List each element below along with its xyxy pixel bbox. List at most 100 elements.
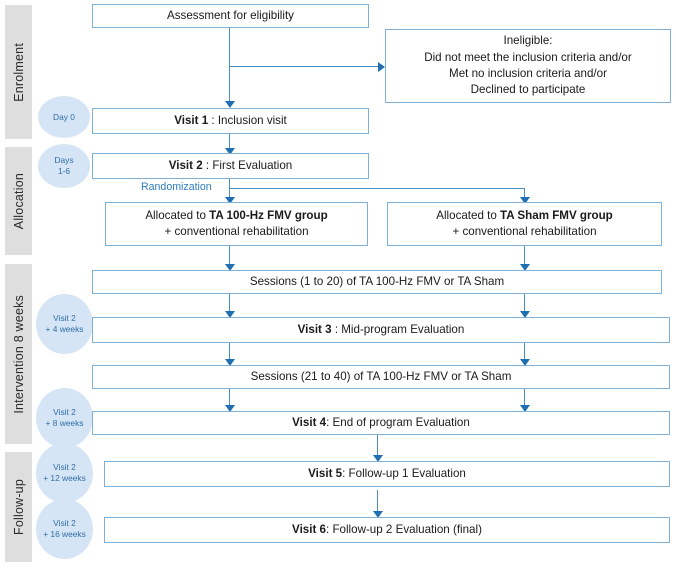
box-visit-3[interactable]: Visit 3 : Mid-program Evaluation	[92, 317, 670, 343]
box-visit-3-bold: Visit 3	[297, 322, 332, 336]
arrowhead-to-alloc-active	[225, 197, 235, 204]
box-allocated-active[interactable]: Allocated to TA 100-Hz FMV group + conve…	[105, 202, 368, 246]
box-allocated-active-line1: Allocated to TA 100-Hz FMV group	[145, 208, 327, 224]
phase-band-followup: Follow-up	[5, 452, 32, 562]
badge-visit2-8w-line1: Visit 2	[53, 407, 76, 418]
badge-visit2-plus-12-weeks: Visit 2 + 12 weeks	[36, 443, 93, 503]
arrowhead-to-ineligible	[378, 62, 385, 72]
arrowhead-sessions1-left	[225, 264, 235, 271]
box-assessment[interactable]: Assessment for eligibility	[92, 4, 369, 28]
box-visit-5[interactable]: Visit 5: Follow-up 1 Evaluation	[104, 461, 670, 487]
box-visit-6[interactable]: Visit 6: Follow-up 2 Evaluation (final)	[104, 517, 670, 543]
connector-assessment-trunk	[229, 27, 230, 104]
arrowhead-visit4-right	[520, 405, 530, 412]
connector-visit2-down	[229, 179, 230, 202]
arrowhead-to-visit2	[225, 148, 235, 155]
connector-visit3-down-left	[229, 343, 230, 364]
badge-visit2-12w-line1: Visit 2	[53, 462, 76, 473]
box-visit-6-rest: : Follow-up 2 Evaluation (final)	[326, 522, 482, 536]
phase-band-intervention: Intervention 8 weeks	[5, 264, 32, 444]
box-visit-5-bold: Visit 5	[308, 466, 343, 480]
badge-day-0: Day 0	[38, 96, 90, 138]
connector-visit4-visit5	[377, 435, 378, 460]
arrowhead-to-alloc-sham	[520, 197, 530, 204]
box-ineligible[interactable]: Ineligible: Did not meet the inclusion c…	[385, 29, 671, 103]
box-sessions-21-40-text: Sessions (21 to 40) of TA 100-Hz FMV or …	[250, 369, 512, 383]
box-allocated-sham[interactable]: Allocated to TA Sham FMV group + convent…	[387, 202, 662, 246]
connector-randomization-split	[229, 188, 525, 189]
box-visit-5-rest: : Follow-up 1 Evaluation	[342, 466, 466, 480]
phase-label-intervention: Intervention 8 weeks	[11, 294, 26, 414]
arrowhead-to-visit1	[225, 101, 235, 108]
box-assessment-text: Assessment for eligibility	[167, 8, 294, 22]
box-visit-3-text: Visit 3 : Mid-program Evaluation	[298, 322, 465, 338]
connector-sessions1-down-left	[229, 294, 230, 316]
connector-split-right-down	[524, 188, 525, 202]
box-visit-2[interactable]: Visit 2 : First Evaluation	[92, 153, 369, 179]
badge-visit2-8w-line2: + 8 weeks	[45, 418, 84, 428]
box-ineligible-line1: Ineligible:	[503, 34, 553, 48]
box-ineligible-line3: Met no inclusion criteria and/or	[449, 67, 607, 80]
box-sessions-1-20[interactable]: Sessions (1 to 20) of TA 100-Hz FMV or T…	[92, 270, 662, 294]
arrowhead-visit4-left	[225, 405, 235, 412]
connector-sessions2-down-left	[229, 389, 230, 411]
box-allocated-sham-line1: Allocated to TA Sham FMV group	[436, 208, 613, 224]
connector-visit3-down-right	[524, 343, 525, 364]
phase-label-allocation: Allocation	[11, 172, 26, 230]
arrowhead-sessions2-left	[225, 359, 235, 366]
box-visit-5-text: Visit 5: Follow-up 1 Evaluation	[308, 466, 466, 482]
arrowhead-sessions1-right	[520, 264, 530, 271]
phase-band-enrolment: Enrolment	[5, 5, 32, 139]
box-visit-2-rest: : First Evaluation	[202, 158, 293, 172]
box-allocated-sham-prefix: Allocated to	[436, 208, 501, 222]
badge-visit2-4w-line1: Visit 2	[53, 313, 76, 324]
box-ineligible-line2: Did not meet the inclusion criteria and/…	[424, 50, 632, 64]
badge-visit2-16w-line1: Visit 2	[53, 518, 76, 529]
arrowhead-visit3-right	[520, 311, 530, 318]
connector-visit1-visit2	[229, 133, 230, 151]
arrowhead-visit3-left	[225, 311, 235, 318]
arrowhead-to-visit5	[373, 455, 383, 462]
box-visit-1-text: Visit 1 : Inclusion visit	[174, 113, 287, 129]
box-visit-6-bold: Visit 6	[292, 522, 326, 536]
box-visit-4-bold: Visit 4	[292, 415, 327, 429]
badge-visit2-plus-16-weeks: Visit 2 + 16 weeks	[36, 499, 93, 559]
box-allocated-active-prefix: Allocated to	[145, 208, 210, 222]
box-visit-1-bold: Visit 1	[174, 113, 209, 127]
arrowhead-sessions2-right	[520, 359, 530, 366]
badge-visit2-16w-line2: + 16 weeks	[43, 529, 86, 539]
box-sessions-1-20-text: Sessions (1 to 20) of TA 100-Hz FMV or T…	[249, 274, 505, 288]
box-ineligible-line4: Declined to participate	[470, 83, 586, 97]
badge-day-0-line1: Day 0	[53, 111, 75, 122]
box-visit-6-text: Visit 6: Follow-up 2 Evaluation (final)	[292, 522, 482, 538]
box-allocated-sham-line2: + conventional rehabilitation	[452, 225, 597, 238]
badge-days-1-6-line1: Days	[54, 155, 74, 166]
randomization-label: Randomization	[141, 181, 212, 193]
badge-visit2-4w-line2: + 4 weeks	[45, 324, 84, 334]
connector-visit5-visit6	[377, 490, 378, 516]
badge-visit2-plus-4-weeks: Visit 2 + 4 weeks	[36, 294, 93, 354]
badge-visit2-plus-8-weeks: Visit 2 + 8 weeks	[36, 388, 93, 448]
box-visit-4-rest: : End of program Evaluation	[326, 415, 470, 429]
box-visit-1-rest: : Inclusion visit	[208, 113, 287, 127]
connector-sessions1-down-right	[524, 294, 525, 316]
connector-alloc-active-down	[229, 245, 230, 269]
arrowhead-to-visit6	[373, 511, 383, 518]
box-allocated-sham-bold: TA Sham FMV group	[500, 208, 613, 222]
box-visit-2-text: Visit 2 : First Evaluation	[169, 158, 293, 174]
badge-days-1-6: Days 1-6	[38, 144, 90, 188]
connector-alloc-sham-down	[524, 245, 525, 269]
box-visit-2-bold: Visit 2	[168, 158, 203, 172]
connector-to-ineligible	[229, 66, 379, 67]
box-allocated-active-bold: TA 100-Hz FMV group	[209, 208, 328, 222]
box-visit-4-text: Visit 4: End of program Evaluation	[292, 415, 470, 431]
box-visit-1[interactable]: Visit 1 : Inclusion visit	[92, 108, 369, 134]
box-allocated-active-line2: + conventional rehabilitation	[164, 225, 309, 238]
box-sessions-21-40[interactable]: Sessions (21 to 40) of TA 100-Hz FMV or …	[92, 365, 670, 389]
phase-label-enrolment: Enrolment	[11, 42, 26, 102]
connector-sessions2-down-right	[524, 389, 525, 411]
box-visit-3-rest: : Mid-program Evaluation	[331, 322, 465, 336]
box-visit-4[interactable]: Visit 4: End of program Evaluation	[92, 411, 670, 435]
badge-days-1-6-line2: 1-6	[57, 166, 71, 176]
